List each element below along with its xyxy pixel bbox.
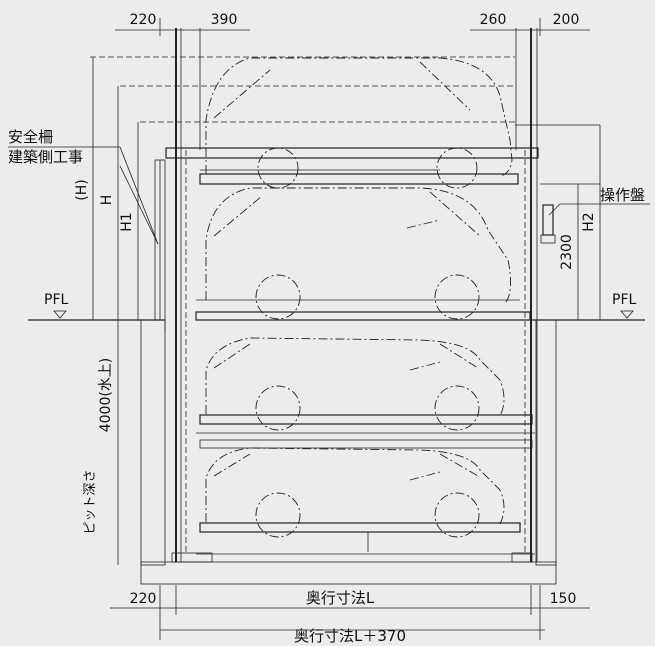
pfl-left-marker [53, 310, 67, 319]
car-middle [205, 337, 505, 431]
car-top [205, 57, 513, 189]
label-pfl-left: PFL [44, 292, 68, 308]
control-panel-box [540, 204, 556, 244]
dim-H: H [99, 195, 115, 206]
dim-2300: 2300 [559, 234, 575, 270]
dim-bottom-left: 220 [130, 591, 157, 607]
envelope-lines [90, 56, 600, 185]
dim-H2: H2 [581, 212, 597, 231]
vertical-dims [92, 57, 601, 565]
pit-left-wall [140, 319, 166, 566]
dim-bottom-right: 150 [550, 591, 577, 607]
dim-depth-L: 奥行寸法L [306, 589, 375, 607]
dim-pit-value: 4000(水上) [98, 358, 114, 433]
dim-top-right-a: 260 [480, 12, 507, 28]
ground-line [28, 319, 645, 330]
dim-top-left-b: 390 [211, 12, 238, 28]
dim-H1: H1 [119, 212, 135, 231]
safety-fence [154, 159, 166, 321]
dim-H-paren: (H) [74, 179, 90, 200]
frame-and-platforms [165, 147, 539, 563]
leaders [8, 146, 650, 245]
pfl-right-marker [620, 310, 634, 319]
label-safety-fence: 安全柵 [8, 128, 53, 146]
label-control-panel: 操作盤 [600, 186, 645, 204]
dim-depth-L-370: 奥行寸法L＋370 [294, 627, 406, 645]
cars [205, 57, 513, 538]
horizontal-dims [110, 18, 590, 640]
car-bottom [205, 447, 505, 538]
pit-floor [140, 561, 557, 585]
pit-right-wall [535, 319, 557, 566]
dim-top-left-a: 220 [130, 12, 157, 28]
dim-top-right-b: 200 [553, 12, 580, 28]
label-pfl-right: PFL [612, 292, 636, 308]
label-construction-work: 建築側工事 [8, 148, 83, 166]
car-upper [205, 187, 511, 320]
columns [175, 28, 538, 562]
dim-pit-depth: ピット深さ [83, 469, 98, 534]
pit-structure [140, 319, 557, 585]
